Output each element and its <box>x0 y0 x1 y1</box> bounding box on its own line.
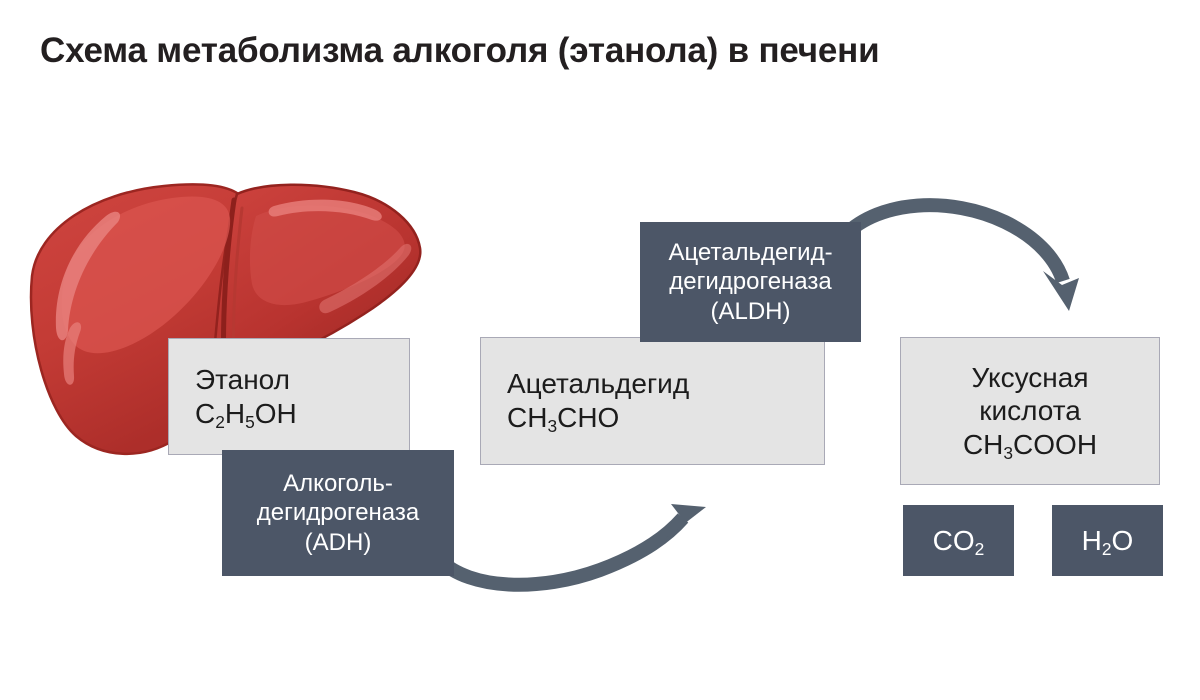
product-formula-h2o: H2O <box>1081 524 1134 559</box>
enzyme-aldh-line3: (ALDH) <box>710 297 791 325</box>
enzyme-adh-line1: Алкоголь- <box>283 470 393 498</box>
substrate-box-acetic-acid[interactable]: Уксусная кислота CH3COOH <box>900 337 1160 485</box>
substrate-name-acetic-acid-line1: Уксусная <box>971 361 1089 393</box>
substrate-formula-acetaldehyde: CH3CHO <box>507 402 620 437</box>
product-formula-co2: CO2 <box>932 524 985 559</box>
liver-gloss-streak-1 <box>55 211 121 341</box>
enzyme-box-aldh[interactable]: Ацетальдегид- дегидрогеназа (ALDH) <box>640 222 861 342</box>
enzyme-box-adh[interactable]: Алкоголь- дегидрогеназа (ADH) <box>222 450 454 576</box>
substrate-name-acetic-acid-line2: кислота <box>979 395 1081 427</box>
enzyme-adh-line3: (ADH) <box>304 528 372 556</box>
substrate-box-acetaldehyde[interactable]: Ацетальдегид CH3CHO <box>480 337 825 465</box>
substrate-box-ethanol[interactable]: Этанол C2H5OH <box>168 338 410 455</box>
enzyme-adh-line2: дегидрогеназа <box>256 499 420 527</box>
product-box-h2o[interactable]: H2O <box>1052 505 1163 576</box>
substrate-name-acetaldehyde: Ацетальдегид <box>507 368 690 400</box>
arrow-acetaldehyde-to-acetic-acid <box>840 198 1079 311</box>
product-box-co2[interactable]: CO2 <box>903 505 1014 576</box>
enzyme-aldh-line1: Ацетальдегид- <box>668 239 833 267</box>
liver-gloss-streak-3 <box>268 199 382 221</box>
page-title: Схема метаболизма алкоголя (этанола) в п… <box>40 31 880 70</box>
substrate-formula-acetic-acid: CH3COOH <box>962 428 1098 463</box>
enzyme-aldh-line2: дегидрогеназа <box>669 268 832 296</box>
liver-illustration <box>29 183 422 456</box>
liver-highlight-right <box>249 205 405 306</box>
arrow-ethanol-to-acetaldehyde <box>435 504 706 592</box>
liver-gloss-streak-2 <box>63 322 82 385</box>
substrate-name-ethanol: Этанол <box>195 363 290 395</box>
liver-gloss-streak-4 <box>319 243 412 314</box>
substrate-formula-ethanol: C2H5OH <box>195 397 297 432</box>
